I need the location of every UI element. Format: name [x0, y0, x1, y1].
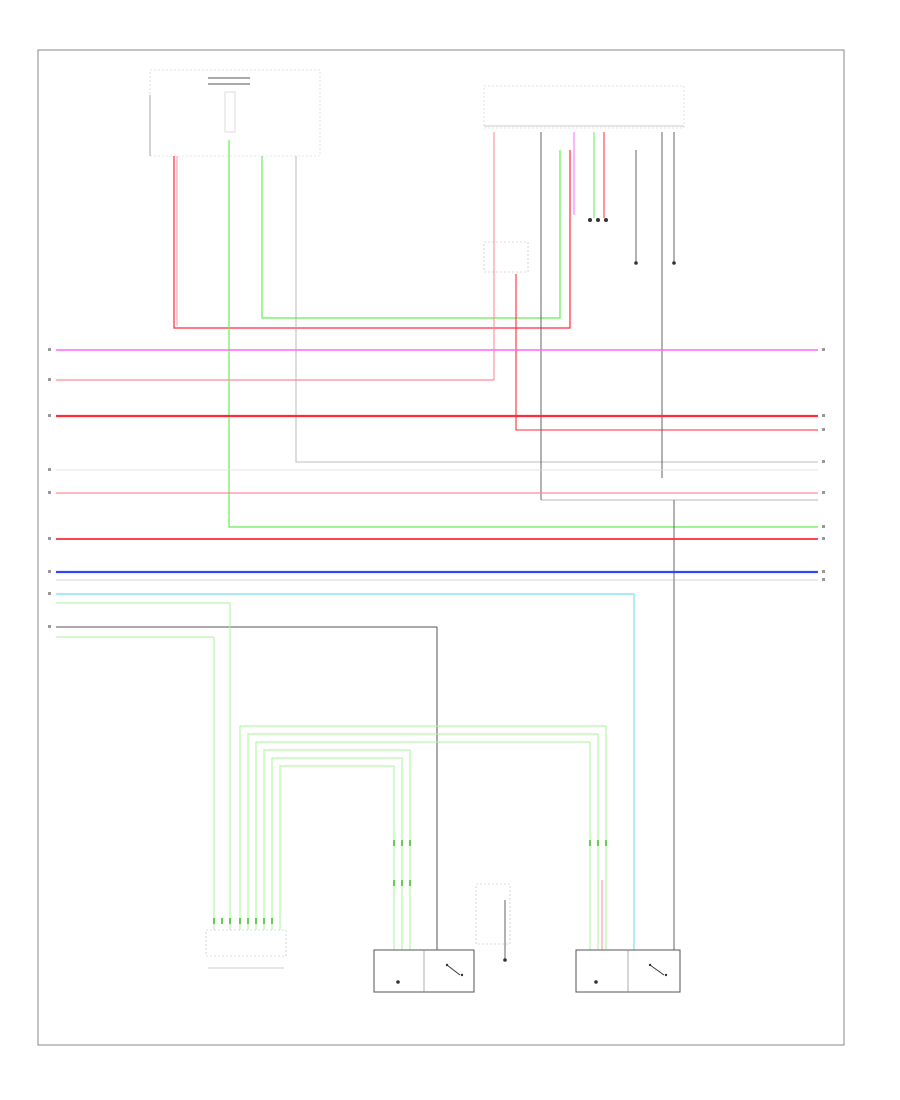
top-right-junction-block [483, 85, 685, 129]
wire-green-loop-3 [255, 741, 591, 950]
wire-green-loop-4 [263, 749, 411, 950]
wire-red-fuse [173, 150, 571, 329]
wire-green-long [228, 140, 818, 528]
bottom-center-ground [475, 883, 511, 962]
wire-green-loop-1 [239, 725, 607, 950]
wire-green-loop [261, 150, 561, 319]
wire-gray-fuse [295, 156, 818, 463]
bus-lines [56, 349, 818, 638]
top-left-fuse-block [149, 69, 321, 157]
wire-green-loop-6 [279, 765, 395, 950]
harness-markers [213, 840, 607, 924]
bottom-center-switch [373, 949, 475, 993]
bottom-left-connector [205, 929, 287, 969]
wire-green-loop-5 [271, 757, 403, 950]
diagram-frame [37, 49, 845, 1046]
ground-symbol-top-3 [672, 261, 676, 265]
wire-red-j2 [515, 274, 818, 431]
wire-lg-b [222, 602, 231, 930]
bottom-right-switch [575, 949, 681, 993]
ground-symbol-top-1 [588, 218, 608, 222]
ground-symbol-top-2 [634, 261, 638, 265]
bus-end-marks [48, 348, 825, 628]
middle-connector [483, 241, 529, 273]
